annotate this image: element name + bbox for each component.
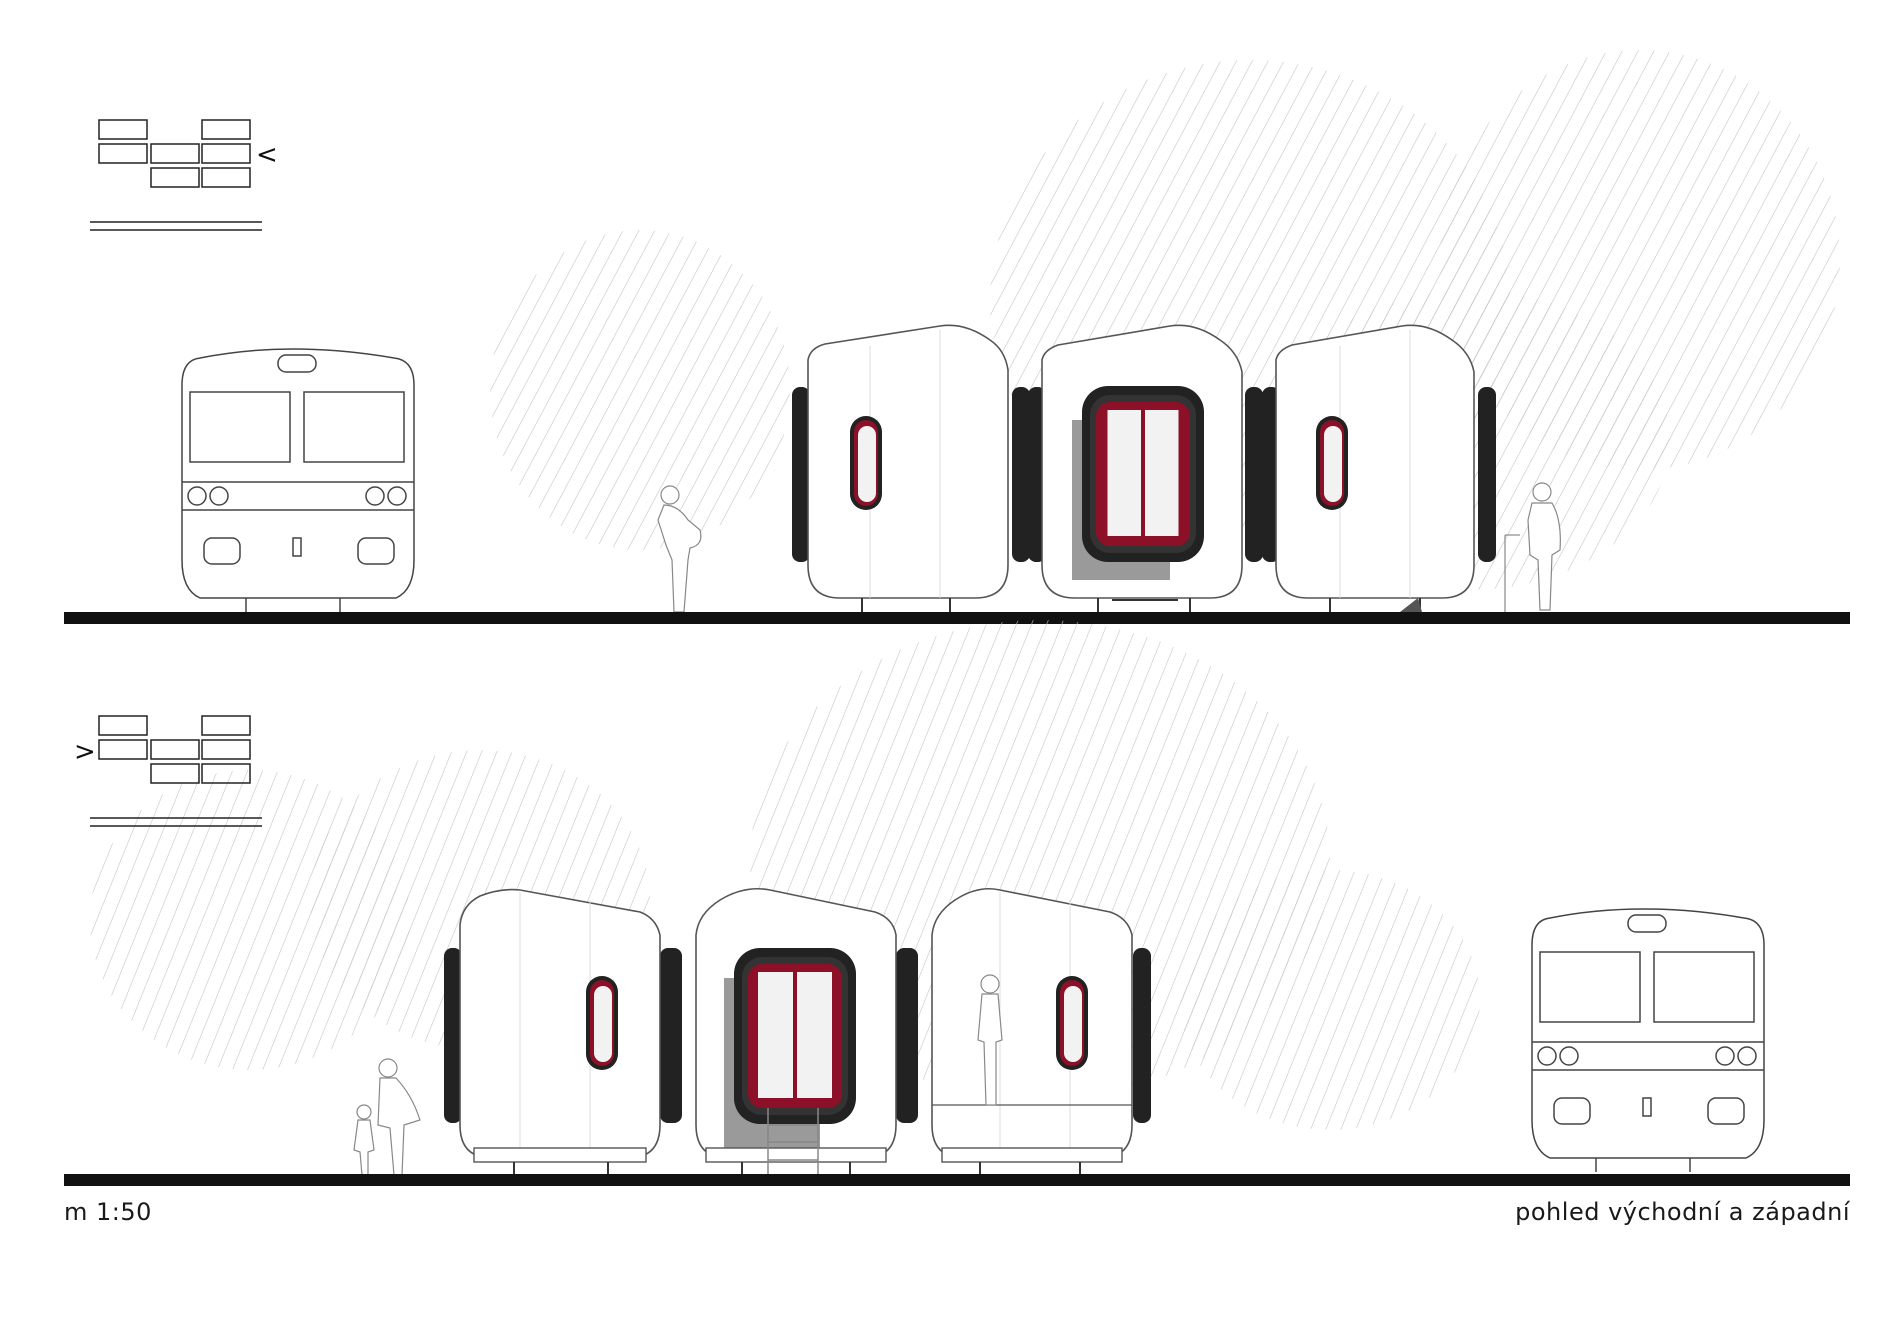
train-bottom (1531, 908, 1765, 1172)
module-top-1 (792, 324, 1030, 612)
key-plan-arrow-top: < (256, 140, 278, 170)
view-label: pohled východní a západní (1515, 1198, 1850, 1226)
module-top-3 (1262, 324, 1496, 612)
module-bottom-1 (444, 888, 678, 1174)
module-bottom-3 (900, 887, 1151, 1174)
key-plan-top (90, 119, 262, 231)
people-silhouette-bottom-left (353, 1058, 421, 1176)
module-bottom-2 (664, 887, 914, 1175)
module-top-2 (1028, 324, 1263, 612)
top-elevation: < (64, 50, 1850, 624)
scale-label: m 1:50 (64, 1198, 152, 1226)
bottom-elevation: > (64, 620, 1850, 1186)
person-silhouette-inside-module (977, 974, 1003, 1106)
person-silhouette-top-right (1504, 482, 1561, 612)
key-plan-arrow-bottom: > (74, 737, 96, 767)
ground-line-bottom (64, 1174, 1850, 1186)
key-plan-bottom (90, 715, 262, 827)
ground-line-top (64, 612, 1850, 624)
train-top (181, 348, 415, 612)
